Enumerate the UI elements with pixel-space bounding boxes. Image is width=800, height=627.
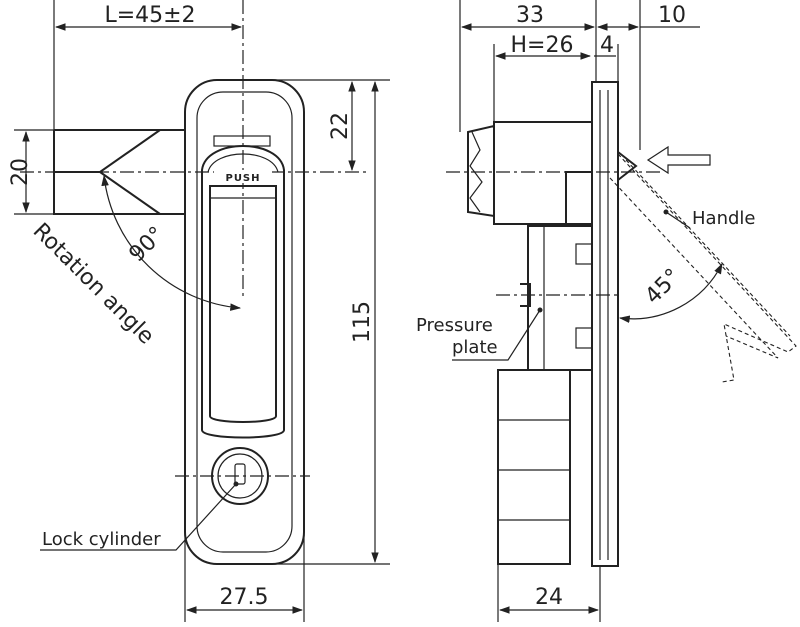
hinge-block <box>213 135 271 147</box>
total-height-dim-text: 115 <box>350 301 375 343</box>
housing-inner <box>196 91 293 553</box>
front-width-dim-text: 27.5 <box>220 585 269 610</box>
front-view <box>20 0 370 565</box>
lock-cylinder-label: Lock cylinder <box>42 529 161 550</box>
gear-teeth <box>469 131 483 213</box>
handle-angle-arc <box>618 263 723 323</box>
pressure-label-line2: plate <box>452 337 498 358</box>
panel-gap-dim-text: 4 <box>600 33 614 58</box>
handle-hidden-outline-2 <box>609 177 779 359</box>
handle-body <box>209 185 277 423</box>
front-labels: Rotation angle 90° PUSH Lock cylinder <box>28 170 272 551</box>
front-dimensions: L=45±2 20 22 115 27.5 <box>8 0 390 622</box>
housing-outer <box>184 79 305 565</box>
rotation-arc <box>101 174 242 311</box>
hub-depth-dim-text: H=26 <box>511 33 574 58</box>
pressure-plate-block <box>527 225 593 371</box>
height-dim-text: 20 <box>8 158 33 186</box>
handle-recess <box>201 145 285 439</box>
key-slot <box>234 463 246 485</box>
push-label: PUSH <box>225 173 260 184</box>
handle-offset-dim-text: 22 <box>328 112 353 140</box>
panel-outer <box>591 81 619 567</box>
side-depth-dim-text: 33 <box>516 3 544 28</box>
handle-label: Handle <box>692 208 755 229</box>
handle-pivot <box>617 149 638 183</box>
rotation-angle-value: 90° <box>125 222 170 267</box>
side-view <box>446 81 797 567</box>
gear-knob <box>467 124 495 218</box>
lock-cylinder-leader-dot <box>233 481 239 487</box>
hub-collar <box>565 171 593 225</box>
push-direction-arrow <box>646 145 711 175</box>
side-extra-dim-text: 10 <box>658 3 686 28</box>
pressure-label-line1: Pressure <box>416 315 493 336</box>
handle-angle-value: 45° <box>641 264 686 309</box>
lock-cylinder-leader <box>40 483 237 551</box>
handle-hidden-outline-3 <box>625 159 791 337</box>
side-dimensions: 33 10 H=26 4 24 <box>459 0 700 622</box>
length-dim-text: L=45±2 <box>104 3 195 28</box>
pressure-plate-leader <box>452 309 541 361</box>
handle-hidden-outline-1 <box>617 153 797 383</box>
base-width-dim-text: 24 <box>535 585 563 610</box>
handle-leader <box>665 211 691 229</box>
lower-body <box>497 369 571 565</box>
